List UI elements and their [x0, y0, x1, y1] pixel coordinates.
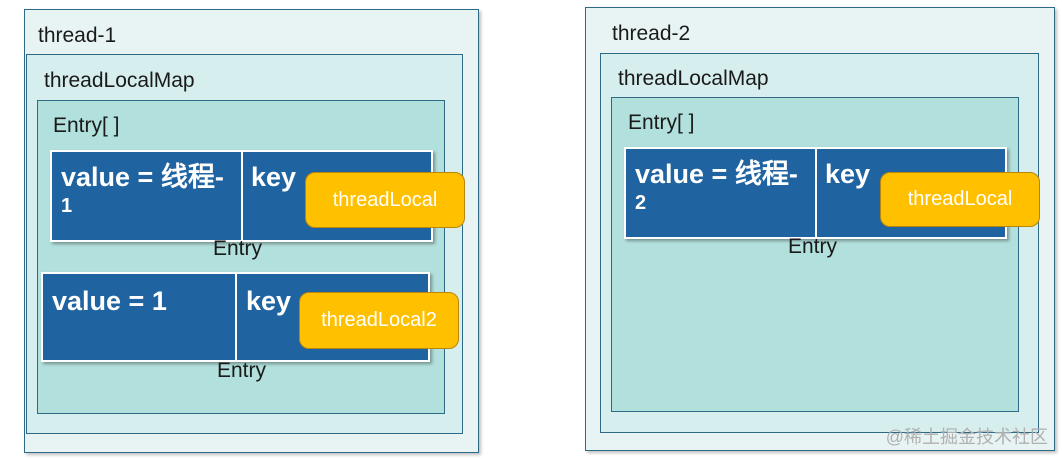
thread-2-entry-1-caption: Entry: [788, 235, 838, 258]
threadlocal2-ref: threadLocal2: [299, 292, 459, 349]
thread-1-title: thread-1: [38, 24, 117, 47]
thread-2-title: thread-2: [612, 22, 691, 45]
thread-1-threadlocalmap-title: threadLocalMap: [44, 69, 195, 92]
entry-value: value = 1: [52, 286, 232, 317]
entry-value-line1: value = 线程-: [635, 159, 798, 189]
entry-value-line2: 2: [635, 192, 647, 214]
watermark: @稀土掘金技术社区: [885, 427, 1048, 447]
entry-value-line1: value = 1: [52, 286, 167, 316]
thread-2-entry-array-title: Entry[ ]: [628, 111, 695, 134]
entry-divider: [235, 274, 237, 360]
thread-1-entry-2-caption: Entry: [217, 359, 267, 382]
threadlocal-ref: threadLocal: [305, 172, 465, 228]
entry-divider: [815, 149, 817, 237]
entry-divider: [241, 152, 243, 240]
threadlocal-ref: threadLocal: [880, 172, 1040, 227]
thread-1-entry-array-title: Entry[ ]: [53, 114, 120, 137]
thread-1-entry-1-caption: Entry: [213, 237, 263, 260]
entry-key-label: key: [251, 162, 297, 192]
entry-key-label: key: [246, 286, 292, 316]
thread-2-threadlocalmap-title: threadLocalMap: [618, 67, 769, 90]
entry-value-line2: 1: [61, 195, 73, 217]
entry-value-line1: value = 线程-: [61, 162, 224, 192]
entry-value: value = 线程- 2: [635, 159, 810, 216]
entry-value: value = 线程- 1: [61, 162, 236, 219]
entry-key-label: key: [825, 159, 871, 189]
